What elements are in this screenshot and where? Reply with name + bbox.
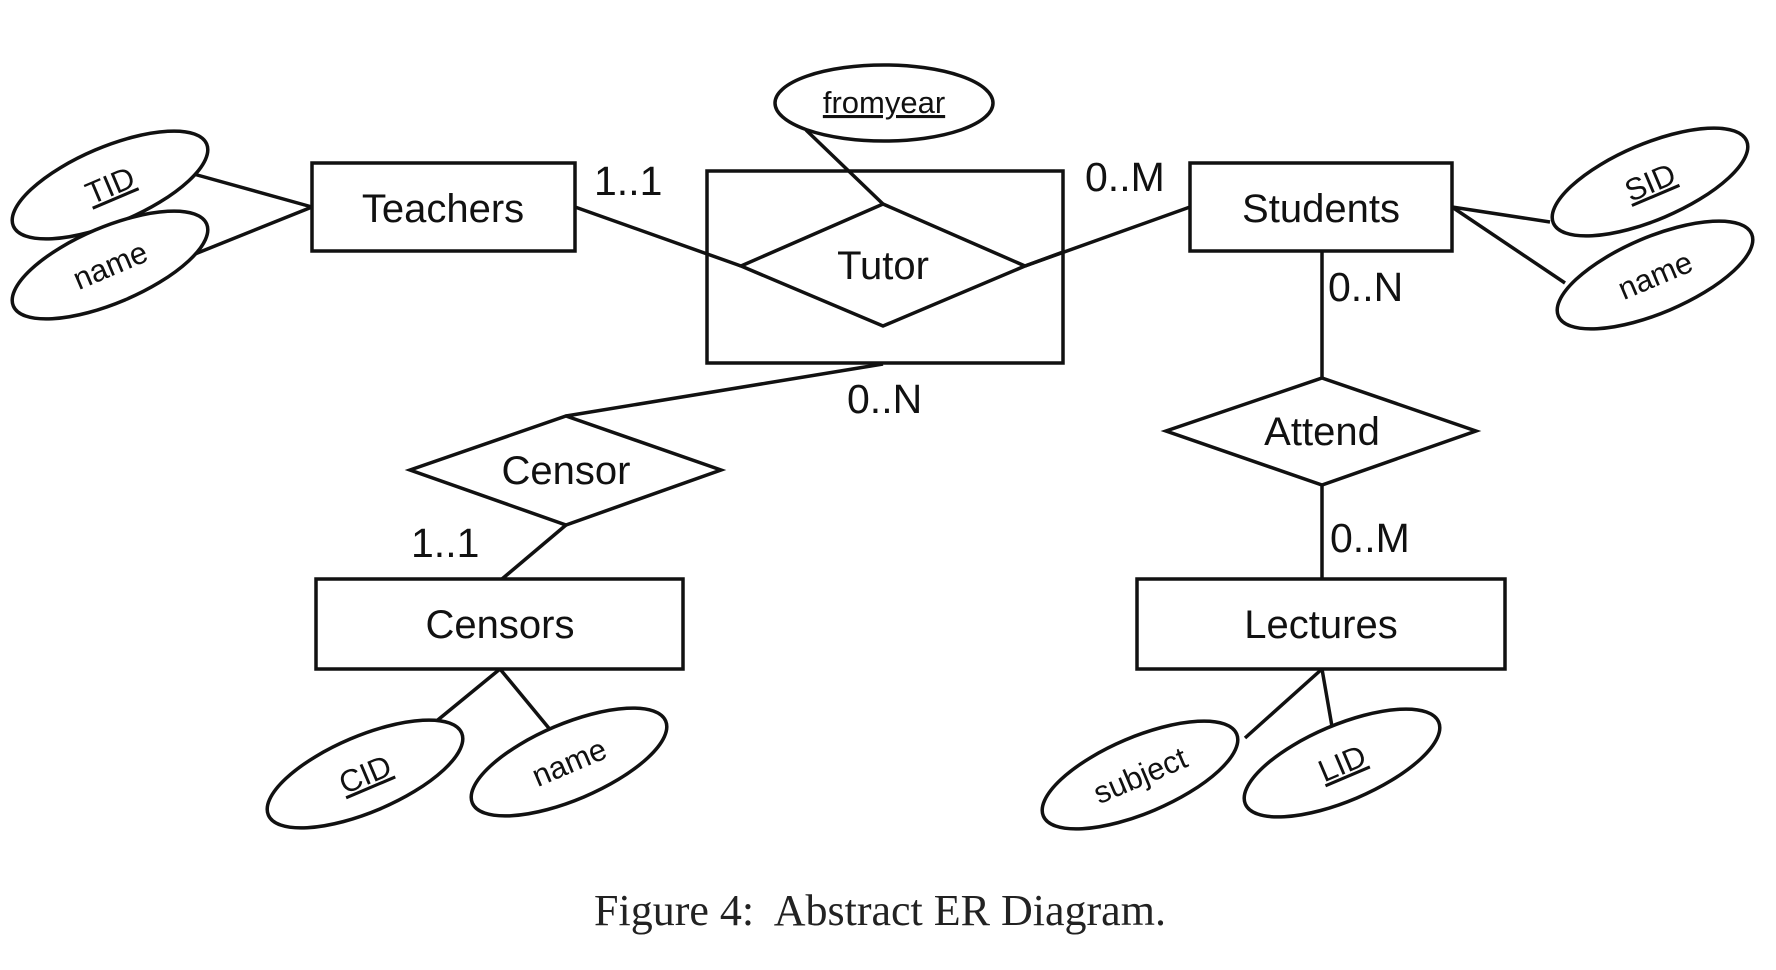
line-censors-cid	[426, 667, 502, 730]
attend-label: Attend	[1264, 410, 1380, 454]
students-box	[1188, 161, 1454, 253]
line-fromyear-tutor	[804, 128, 885, 206]
cardinality-lectures-attend: 0..M	[1330, 515, 1410, 561]
line-teachers-tutor	[574, 205, 742, 268]
cardinality-censors-censor: 1..1	[411, 520, 479, 566]
attribute-cid: CID	[265, 718, 465, 830]
lectures-box	[1135, 577, 1507, 671]
attribute-sid: SID	[1550, 126, 1750, 238]
entity-teachers: Teachers	[310, 161, 577, 253]
figure-caption: Figure 4: Abstract ER Diagram.	[594, 886, 1166, 935]
fromyear-label: fromyear	[823, 85, 945, 120]
cardinality-tutor-censor: 0..N	[847, 376, 922, 422]
line-tid-teachers	[189, 171, 313, 209]
line-censor-censors	[500, 523, 568, 581]
cardinality-students-tutor: 0..M	[1085, 154, 1165, 200]
censor-label: Censor	[502, 449, 631, 493]
censors-label: Censors	[426, 603, 575, 647]
line-students-name	[1451, 205, 1566, 285]
teachers-label: Teachers	[362, 187, 524, 231]
relationship-attend: Attend	[1160, 376, 1482, 487]
tutor-diamond	[736, 202, 1030, 328]
fromyear-ellipse	[773, 63, 995, 143]
students-name-ellipse	[1555, 219, 1755, 331]
subject-ellipse	[1040, 719, 1240, 831]
line-students-sid	[1451, 205, 1551, 224]
attribute-teachers-name: name	[10, 209, 210, 321]
teachers-box	[310, 161, 577, 253]
cardinality-teachers-tutor: 1..1	[594, 158, 662, 204]
tutor-label: Tutor	[837, 244, 929, 288]
attend-diamond	[1160, 376, 1482, 487]
connectors	[189, 128, 1566, 740]
attribute-censors-name: name	[469, 706, 669, 818]
attribute-lid: LID	[1242, 707, 1442, 819]
censors-box	[314, 577, 685, 671]
line-tutor-censor	[565, 362, 884, 418]
line-censors-name	[498, 667, 559, 740]
cardinalities: 1..1 0..M 0..N 0..N 0..M 1..1	[411, 154, 1410, 566]
attribute-fromyear: fromyear	[773, 63, 995, 143]
students-label: Students	[1242, 187, 1400, 231]
lid-ellipse	[1242, 707, 1442, 819]
tutor-aggregation-box	[705, 169, 1065, 365]
line-name-teachers	[189, 205, 313, 258]
cid-ellipse	[265, 718, 465, 830]
attribute-subject: subject	[1040, 719, 1240, 831]
teachers-name-ellipse	[10, 209, 210, 321]
relationship-tutor: Tutor	[736, 202, 1064, 328]
censor-diamond	[404, 414, 727, 527]
entity-lectures: Lectures	[1135, 577, 1507, 671]
cardinality-students-attend: 0..N	[1328, 264, 1403, 310]
censors-name-ellipse	[469, 706, 669, 818]
line-tutor-students-over	[1024, 250, 1064, 268]
relationship-censor: Censor	[404, 414, 727, 527]
line-lectures-subject	[1243, 667, 1324, 740]
lectures-label: Lectures	[1244, 603, 1397, 647]
entity-censors: Censors	[314, 577, 685, 671]
sid-ellipse	[1550, 126, 1750, 238]
attribute-students-name: name	[1555, 219, 1755, 331]
entity-students: Students	[1188, 161, 1454, 253]
